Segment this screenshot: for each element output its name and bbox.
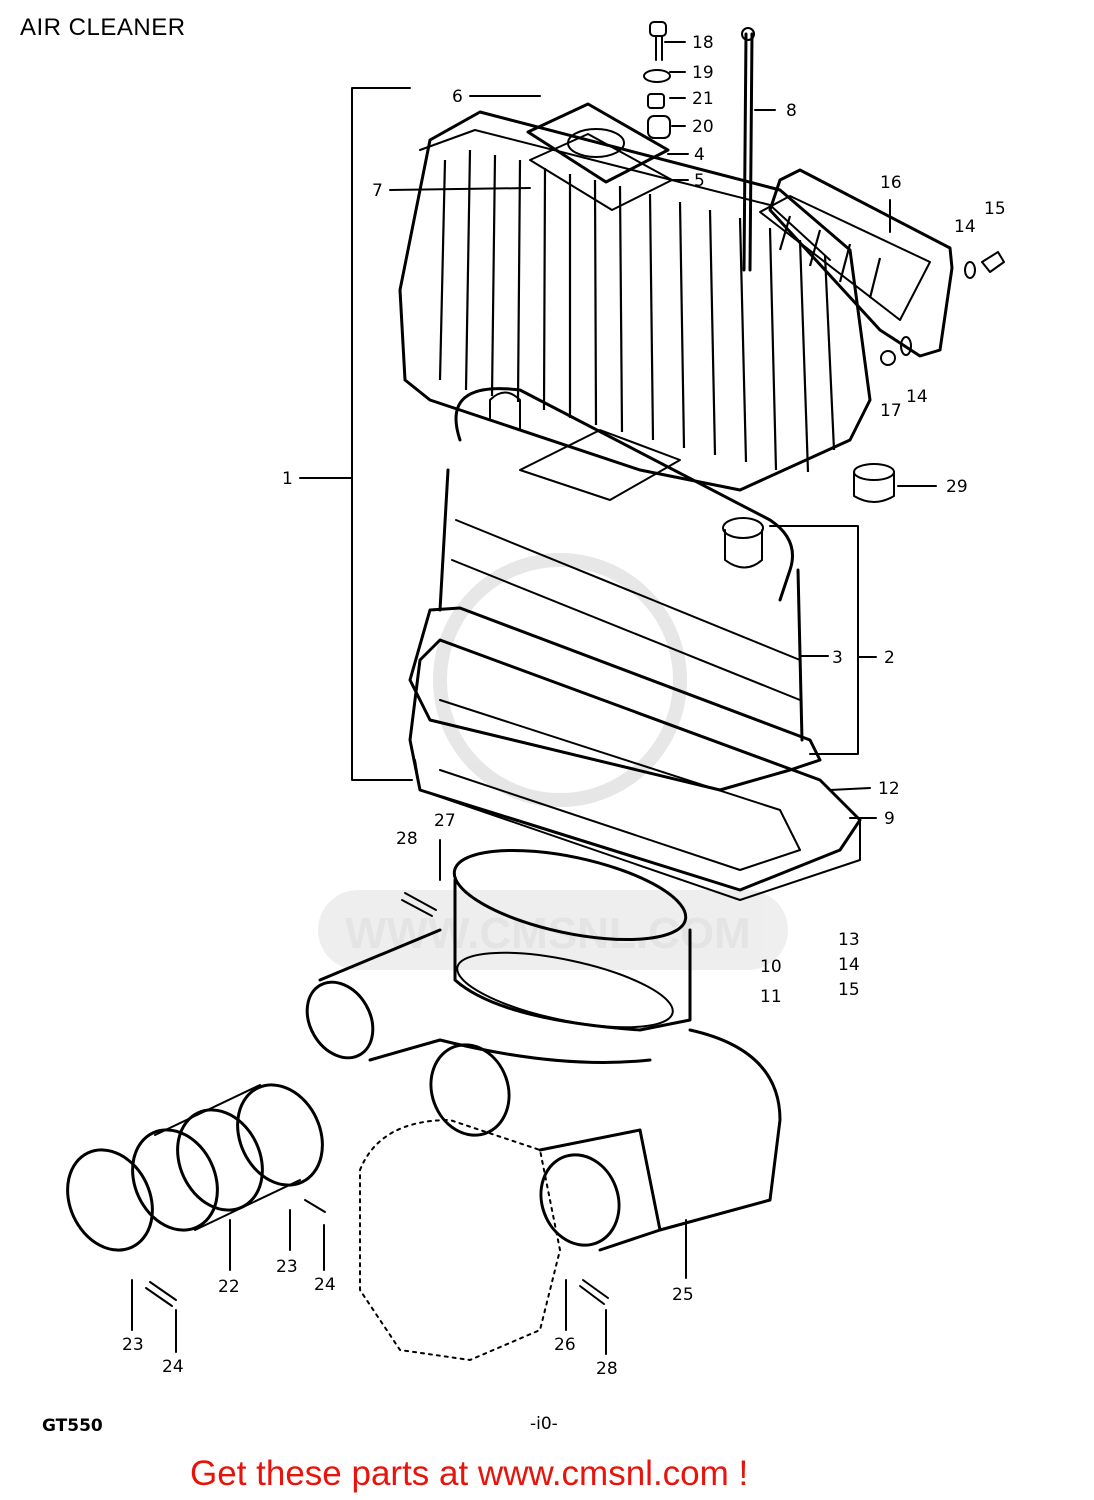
callout-24-a: 24	[162, 1357, 184, 1377]
callout-29: 29	[946, 477, 968, 497]
callout-15-a: 15	[984, 199, 1006, 219]
callout-7: 7	[372, 181, 383, 201]
callout-14-c: 14	[838, 955, 860, 975]
callout-1: 1	[282, 469, 293, 489]
callout-9: 9	[884, 809, 895, 829]
watermark-text: WWW.CMSNL.COM	[345, 909, 751, 958]
filter-element	[438, 387, 804, 742]
promo-link[interactable]: Get these parts at www.cmsnl.com !	[190, 1454, 749, 1493]
callout-28-a: 28	[396, 829, 418, 849]
callout-20: 20	[692, 117, 714, 137]
air-cleaner-cap	[398, 110, 872, 501]
intake-pipe	[66, 1083, 324, 1252]
callout-12: 12	[878, 779, 900, 799]
callout-19: 19	[692, 63, 714, 83]
callout-2: 2	[884, 648, 895, 668]
callout-16: 16	[880, 173, 902, 193]
bolt-washer-stack	[643, 21, 671, 139]
callout-6: 6	[452, 87, 463, 107]
long-bolt	[741, 27, 755, 272]
intake-duct	[305, 848, 782, 1252]
callout-21: 21	[692, 89, 714, 109]
callout-14-a: 14	[954, 217, 976, 237]
small-screws	[145, 892, 609, 1307]
callout-24-b: 24	[314, 1275, 336, 1295]
intake-cover	[759, 168, 954, 358]
callout-5: 5	[694, 171, 705, 191]
callout-28-b: 28	[596, 1359, 618, 1379]
callout-27: 27	[434, 811, 456, 831]
callout-14-b: 14	[906, 387, 928, 407]
callout-13: 13	[838, 930, 860, 950]
leader-lines	[131, 41, 937, 1355]
callout-26: 26	[554, 1335, 576, 1355]
callout-labels: 1 2 3 4 5 6 7 8 9 10 11 12 13 14 14 14 1…	[122, 33, 1006, 1379]
page-number: -i0-	[530, 1414, 558, 1434]
rubber-cushion	[853, 463, 895, 503]
element-bracket	[769, 525, 859, 755]
lower-case	[408, 606, 862, 901]
carburetor-outline	[359, 1119, 561, 1361]
model-code: GT550	[42, 1416, 103, 1436]
callout-23-a: 23	[122, 1335, 144, 1355]
callout-18: 18	[692, 33, 714, 53]
callout-11: 11	[760, 987, 782, 1007]
callout-25: 25	[672, 1285, 694, 1305]
callout-15-b: 15	[838, 980, 860, 1000]
callout-8: 8	[786, 101, 797, 121]
callout-4: 4	[694, 145, 705, 165]
callout-22: 22	[218, 1277, 240, 1297]
callout-17: 17	[880, 401, 902, 421]
assembly-bracket	[299, 87, 413, 781]
screw-and-washers	[880, 251, 1005, 366]
callout-3: 3	[832, 648, 843, 668]
page-title: AIR CLEANER	[20, 14, 186, 41]
callout-10: 10	[760, 957, 782, 977]
watermark: WWW.CMSNL.COM	[318, 553, 788, 970]
callout-23-b: 23	[276, 1257, 298, 1277]
